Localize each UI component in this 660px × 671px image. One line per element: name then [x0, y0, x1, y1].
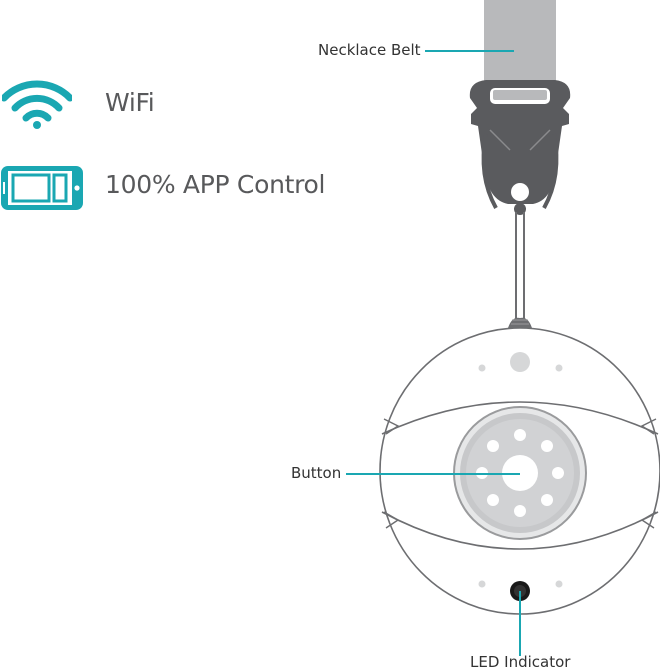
wifi-icon	[2, 80, 72, 129]
bottom-sensor-left	[478, 580, 486, 588]
smartphone-icon	[1, 166, 83, 210]
top-sensor-right	[555, 364, 563, 372]
necklace-belt-label: Necklace Belt	[318, 41, 421, 59]
top-sensor-left	[478, 364, 486, 372]
top-sensor-center	[510, 352, 530, 372]
wifi-label: WiFi	[105, 88, 155, 117]
bottom-sensor-right	[555, 580, 563, 588]
led-indicator-label: LED Indicator	[470, 653, 571, 671]
app-control-label: 100% APP Control	[105, 170, 326, 199]
belt-clasp	[469, 80, 571, 204]
button-label: Button	[291, 464, 342, 482]
ir-led-ring	[476, 429, 564, 517]
